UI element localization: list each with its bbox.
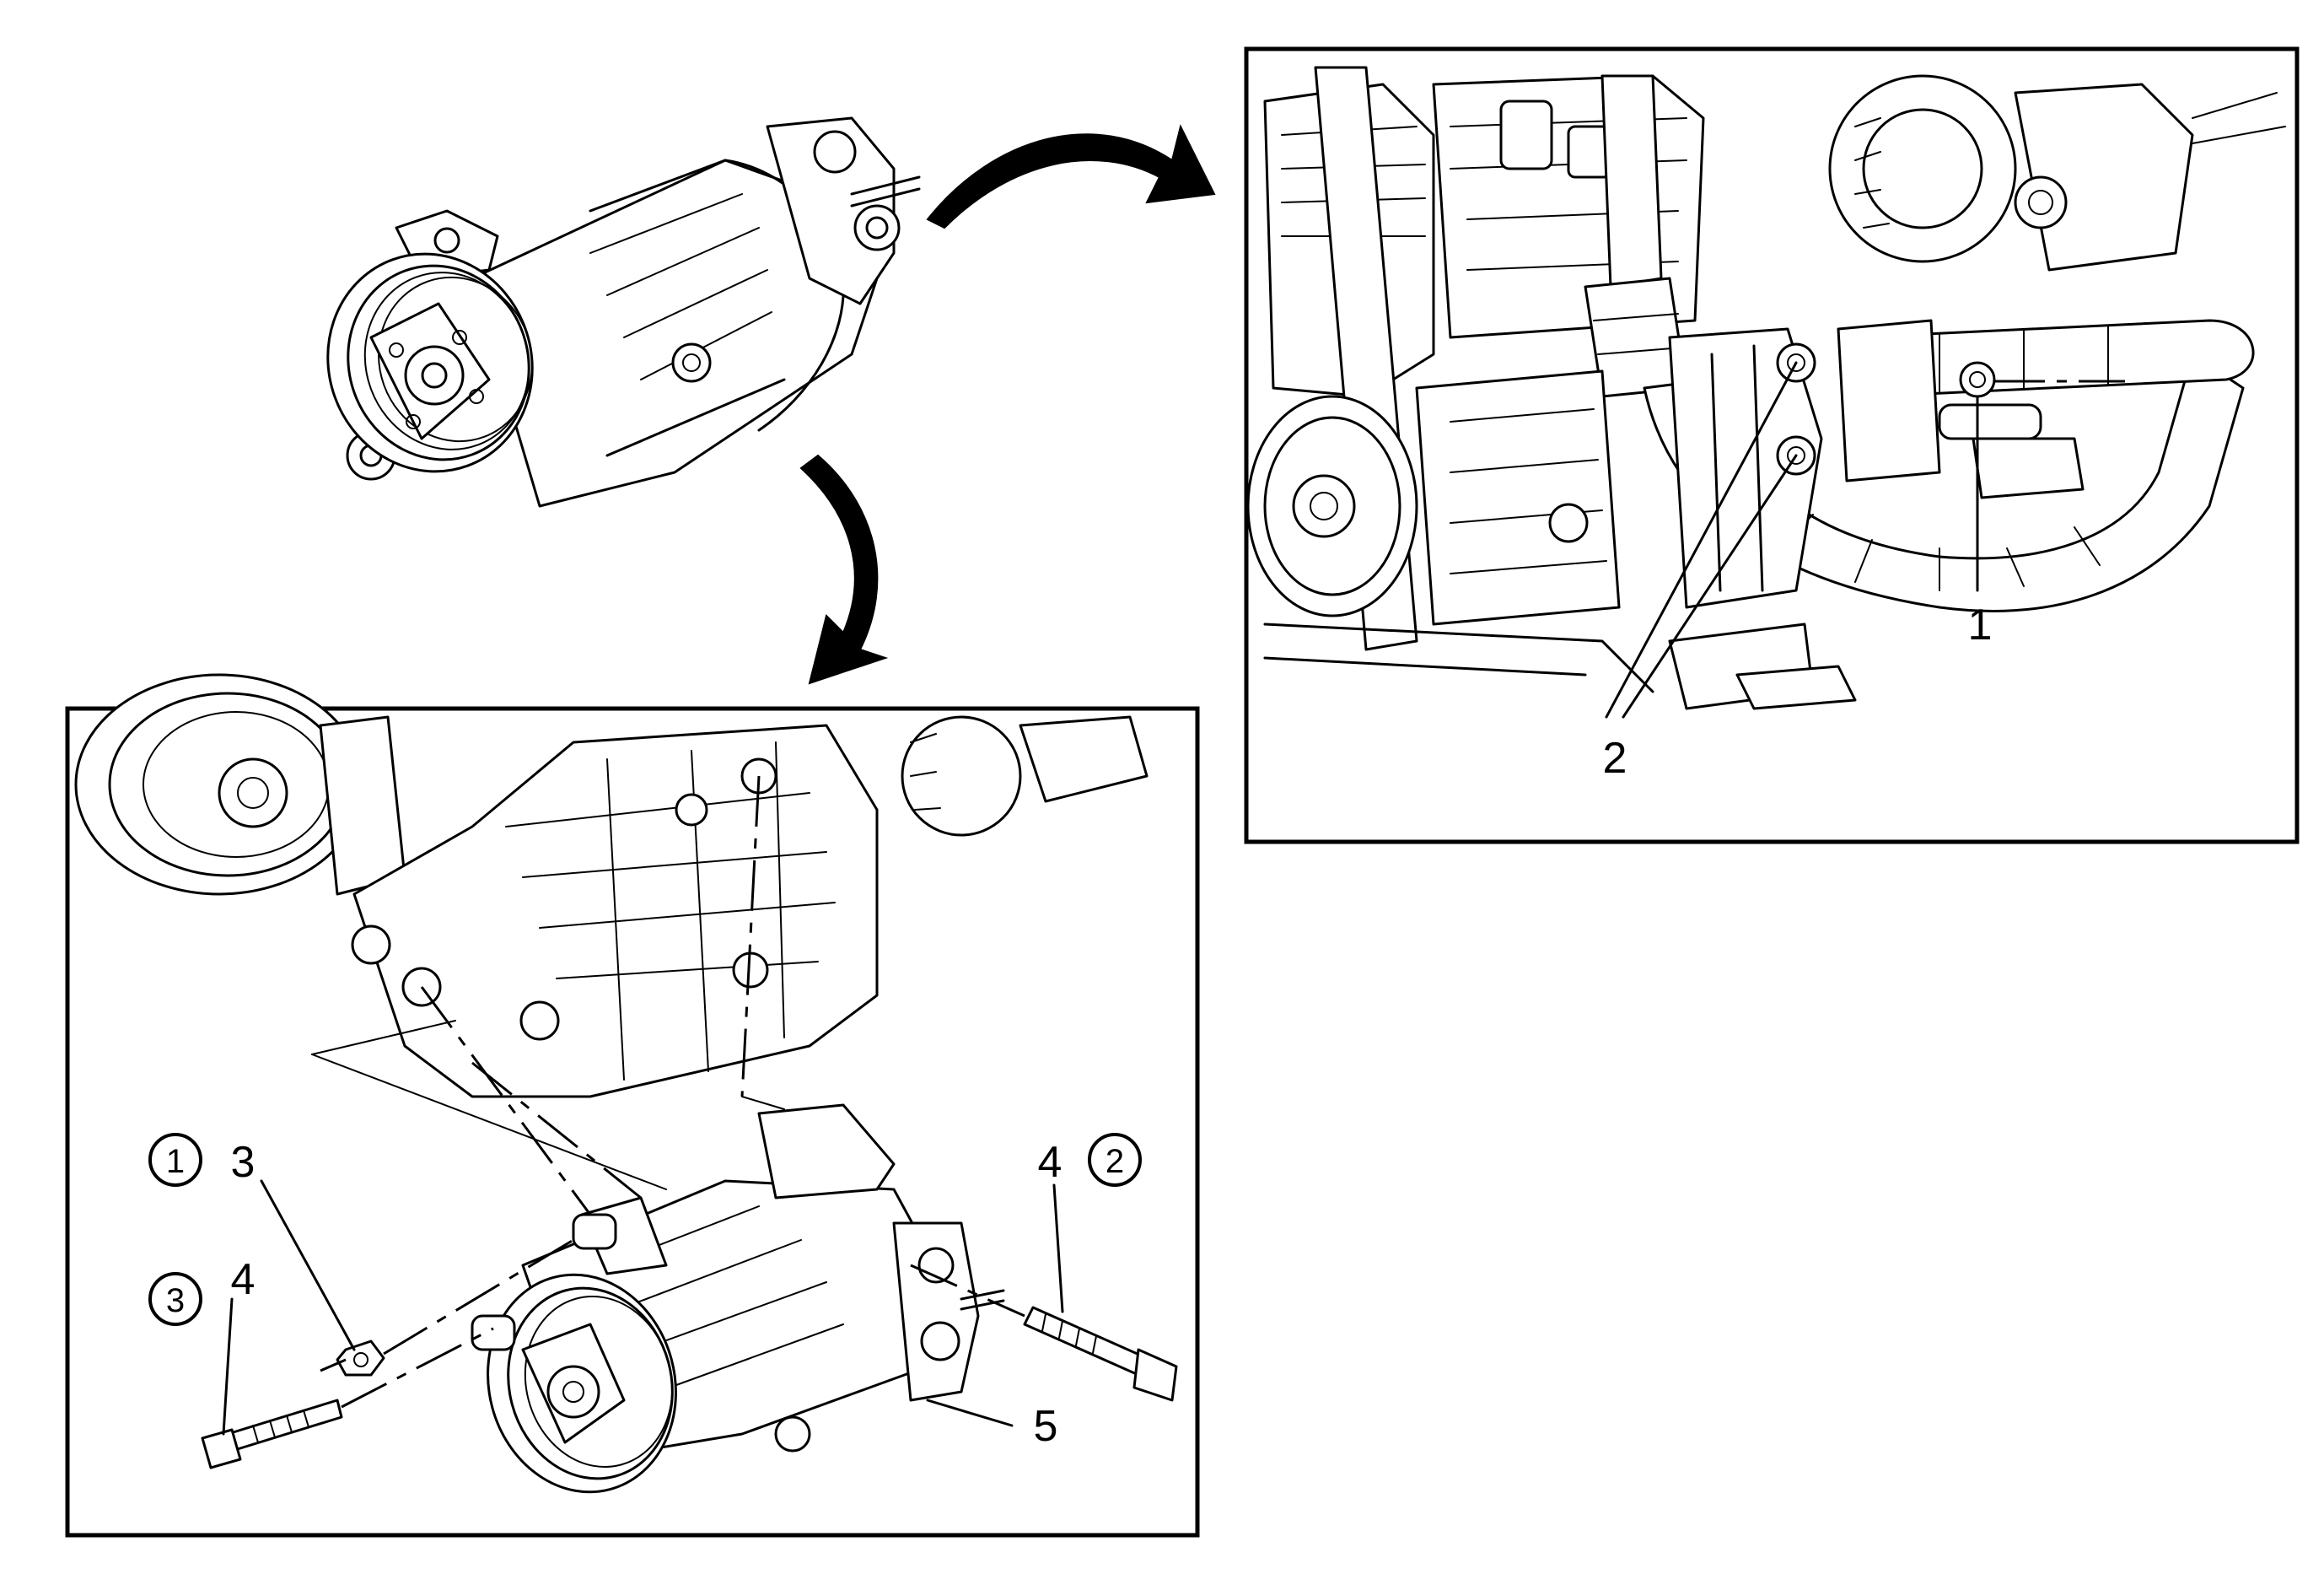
- sequence-mark-1-label: 1: [166, 1143, 185, 1180]
- arrow-to-mounting-view: [799, 454, 889, 685]
- callout-4-left: 4: [231, 1255, 256, 1304]
- sequence-mark-1: 1: [148, 1133, 202, 1187]
- ac-compressor-overview: [326, 116, 921, 508]
- sequence-mark-2-label: 2: [1106, 1143, 1124, 1180]
- callout-2: 2: [1603, 734, 1627, 783]
- callout-1: 1: [1968, 601, 1993, 650]
- compressor-mounting-view: [65, 673, 1200, 1538]
- refrigerant-line-connection-view: [1244, 46, 2300, 844]
- callout-3: 3: [231, 1138, 256, 1187]
- sequence-mark-2: 2: [1088, 1133, 1142, 1187]
- callout-4-right: 4: [1038, 1138, 1062, 1187]
- sequence-mark-3-label: 3: [166, 1282, 185, 1319]
- sequence-mark-3: 3: [148, 1272, 202, 1326]
- arrow-to-connection-view: [926, 124, 1216, 229]
- callout-5: 5: [1034, 1402, 1058, 1451]
